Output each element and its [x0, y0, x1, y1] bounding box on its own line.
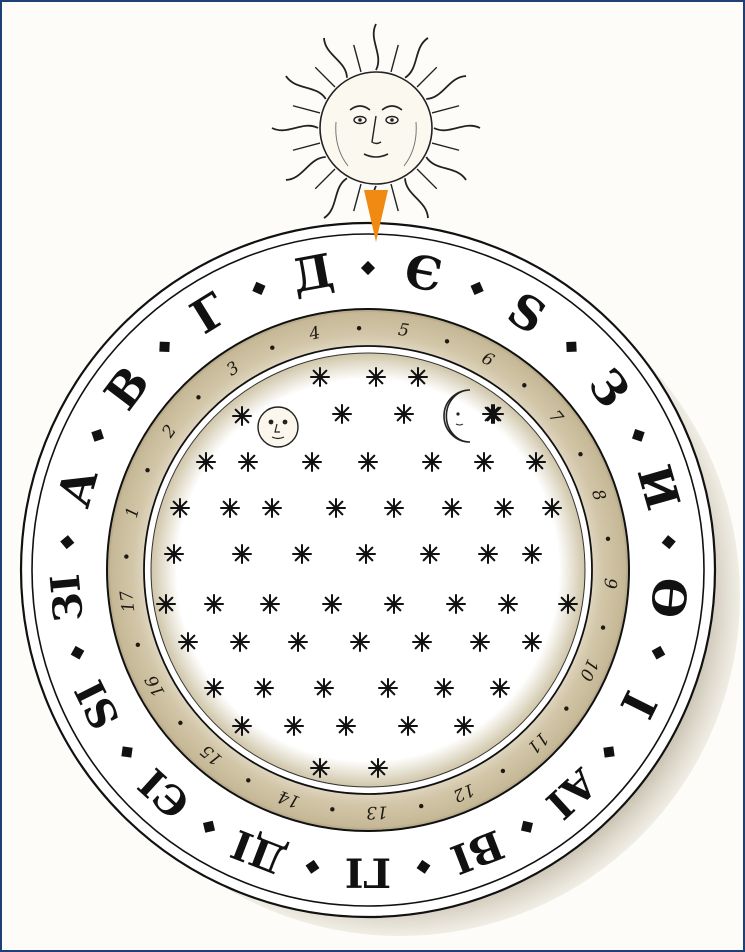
day-number: 17 [117, 589, 140, 613]
star-icon [435, 679, 453, 697]
number-dot [601, 625, 605, 629]
number-dot [445, 339, 449, 343]
number-dot [270, 346, 274, 350]
star-icon [369, 759, 387, 777]
diamond-separator-icon [603, 746, 614, 757]
full-moon-face-icon [258, 407, 298, 447]
number-dot [330, 807, 334, 811]
number-dot [246, 778, 250, 782]
diamond-separator-icon [566, 342, 576, 352]
star-icon [471, 633, 489, 651]
star-icon [233, 407, 251, 425]
star-icon [385, 499, 403, 517]
star-icon [399, 717, 417, 735]
star-icon [413, 633, 431, 651]
star-icon [475, 453, 493, 471]
star-icon [455, 717, 473, 735]
star-icon [261, 595, 279, 613]
star-icon [165, 545, 183, 563]
star-icon [171, 499, 189, 517]
number-dot [564, 706, 568, 710]
number-dot [419, 804, 423, 808]
star-icon [495, 499, 513, 517]
star-icon [499, 595, 517, 613]
number-dot [357, 326, 361, 330]
number-dot [522, 383, 526, 387]
day-number: 13 [366, 801, 388, 822]
number-dot [136, 643, 140, 647]
star-icon [491, 679, 509, 697]
star-icon [205, 595, 223, 613]
star-icon [323, 595, 341, 613]
star-icon [447, 595, 465, 613]
day-number: 9 [599, 577, 620, 589]
star-icon [233, 545, 251, 563]
outer-letter: Ѳ [640, 575, 697, 620]
star-icon [333, 405, 351, 423]
star-icon [367, 368, 385, 386]
star-icon [443, 499, 461, 517]
star-icon [479, 545, 497, 563]
star-icon [357, 545, 375, 563]
star-icon [239, 453, 257, 471]
diamond-separator-icon [159, 342, 169, 352]
star-icon [409, 368, 427, 386]
star-icon [359, 453, 377, 471]
star-icon [337, 717, 355, 735]
number-dot [578, 452, 582, 456]
star-icon [523, 545, 541, 563]
star-icon [197, 453, 215, 471]
star-icon [179, 633, 197, 651]
number-dot [501, 769, 505, 773]
star-icon [421, 545, 439, 563]
star-icon [379, 679, 397, 697]
star-icon [559, 595, 577, 613]
star-icon [293, 545, 311, 563]
sky-disk [151, 353, 585, 787]
star-icon [385, 595, 403, 613]
star-icon [263, 499, 281, 517]
star-icon [311, 759, 329, 777]
number-dot [124, 554, 128, 558]
number-dot [178, 721, 182, 725]
star-icon [395, 405, 413, 423]
star-icon [205, 679, 223, 697]
star-icon [523, 633, 541, 651]
star-icon [289, 633, 307, 651]
outer-letter: ГІ [345, 849, 391, 896]
star-icon [423, 453, 441, 471]
star-icon [543, 499, 561, 517]
number-dot [606, 537, 610, 541]
star-icon [315, 679, 333, 697]
star-icon [285, 717, 303, 735]
number-dot [196, 395, 200, 399]
star-icon [485, 405, 503, 423]
star-icon [231, 633, 249, 651]
star-icon [157, 595, 175, 613]
outer-letter: ЗІ [42, 572, 93, 624]
star-icon [221, 499, 239, 517]
star-icon [233, 717, 251, 735]
star-icon [303, 453, 321, 471]
star-icon [327, 499, 345, 517]
star-icon [311, 368, 329, 386]
number-dot [145, 468, 149, 472]
star-icon [351, 633, 369, 651]
star-icon [527, 453, 545, 471]
diamond-separator-icon [121, 746, 132, 757]
star-icon [255, 679, 273, 697]
